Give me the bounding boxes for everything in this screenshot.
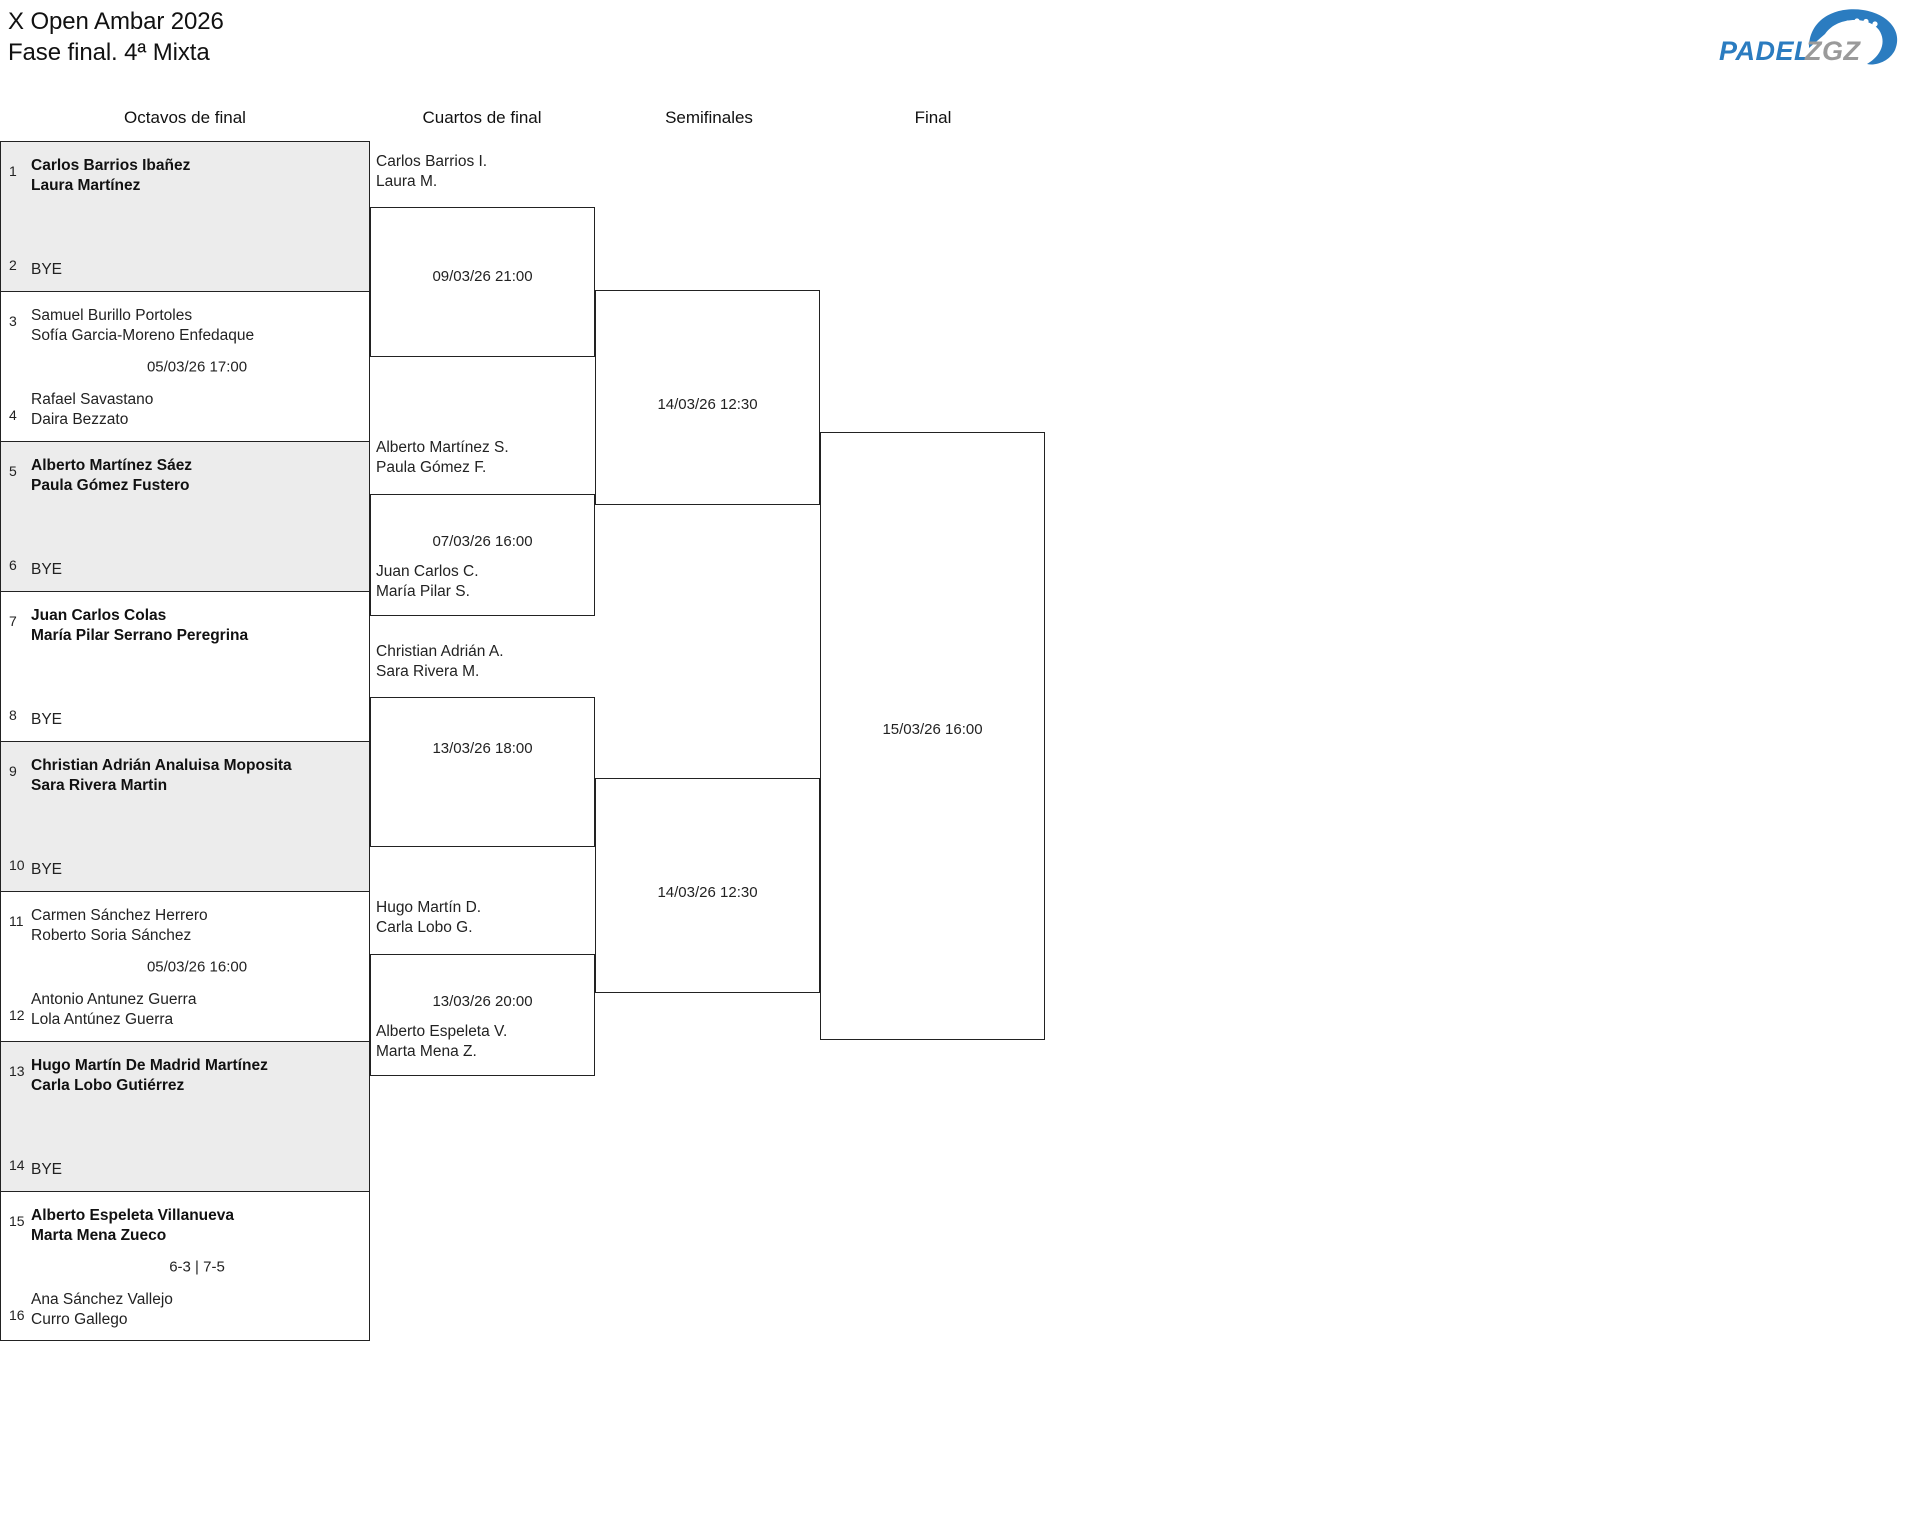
seed-number: 1 — [9, 163, 17, 179]
seed-number: 2 — [9, 257, 17, 273]
round-header-final: Final — [914, 108, 952, 127]
qf-team-lower: Juan Carlos C.María Pilar S. — [376, 563, 479, 600]
match-datetime: 07/03/26 16:00 — [432, 533, 533, 550]
sf-match-box[interactable]: 14/03/26 12:30 — [595, 778, 820, 993]
seed-number: 13 — [9, 1063, 25, 1079]
round-header-octavos: Octavos de final — [124, 108, 246, 127]
seed-number: 10 — [9, 857, 25, 873]
seed-number: 7 — [9, 613, 17, 629]
match-result: 05/03/26 17:00 — [146, 358, 248, 375]
qf-match-box[interactable]: 13/03/26 18:00 — [370, 697, 595, 847]
r16-team-slot[interactable]: 6 BYE — [1, 517, 369, 592]
qf-team-upper: Hugo Martín D.Carla Lobo G. — [376, 899, 482, 936]
team-names: BYE — [31, 1161, 63, 1179]
padelzgz-logo: PADEL ZGZ — [1697, 4, 1912, 74]
logo-text-padel: PADEL — [1719, 36, 1811, 66]
team-names: BYE — [31, 861, 63, 879]
r16-team-slot[interactable]: 8 BYE — [1, 667, 369, 742]
seed-number: 14 — [9, 1157, 25, 1173]
qf-match-box[interactable]: 09/03/26 21:00 — [370, 207, 595, 357]
qf-team-upper: Alberto Martínez S.Paula Gómez F. — [376, 439, 509, 476]
seed-number: 3 — [9, 313, 17, 329]
seed-number: 9 — [9, 763, 17, 779]
match-result: 05/03/26 16:00 — [146, 958, 248, 975]
tournament-phase: Fase final. 4ª Mixta — [8, 39, 210, 67]
match-datetime: 09/03/26 21:00 — [432, 268, 533, 285]
seed-number: 8 — [9, 707, 17, 723]
tournament-name: X Open Ambar 2026 — [8, 8, 224, 35]
round-header-cuartos: Cuartos de final — [422, 108, 542, 127]
seed-number: 12 — [9, 1007, 25, 1023]
r16-team-slot[interactable]: 2 BYE — [1, 217, 369, 292]
match-datetime: 14/03/26 12:30 — [657, 884, 758, 901]
r16-team-slot[interactable]: 14 BYE — [1, 1117, 369, 1192]
team-names: BYE — [31, 261, 63, 279]
match-result: 6-3 | 7-5 — [169, 1258, 225, 1276]
qf-match-box[interactable]: 07/03/26 16:00 — [370, 494, 595, 616]
final-match-box[interactable]: 15/03/26 16:00 — [820, 432, 1045, 1040]
round-header-semifinales: Semifinales — [665, 108, 753, 127]
seed-number: 15 — [9, 1213, 25, 1229]
seed-number: 6 — [9, 557, 17, 573]
team-names: BYE — [31, 711, 63, 729]
match-datetime: 13/03/26 18:00 — [432, 740, 533, 757]
seed-number: 5 — [9, 463, 17, 479]
match-datetime: 13/03/26 20:00 — [432, 993, 533, 1010]
qf-team-upper: Christian Adrián A.Sara Rivera M. — [376, 643, 504, 680]
sf-match-box[interactable]: 14/03/26 12:30 — [595, 290, 820, 505]
seed-number: 4 — [9, 407, 17, 423]
match-datetime: 15/03/26 16:00 — [882, 721, 983, 738]
page-title: X Open Ambar 2026 Fase final. 4ª Mixta — [8, 6, 224, 68]
seed-number: 11 — [9, 913, 24, 929]
qf-team-upper: Carlos Barrios I.Laura M. — [376, 153, 488, 190]
team-names: BYE — [31, 561, 63, 579]
seed-number: 16 — [9, 1307, 25, 1323]
logo-text-zgz: ZGZ — [1804, 36, 1861, 66]
match-datetime: 14/03/26 12:30 — [657, 396, 758, 413]
r16-team-slot[interactable]: 10 BYE — [1, 817, 369, 892]
qf-team-lower: Alberto Espeleta V.Marta Mena Z. — [376, 1023, 508, 1060]
qf-match-box[interactable]: 13/03/26 20:00 — [370, 954, 595, 1076]
